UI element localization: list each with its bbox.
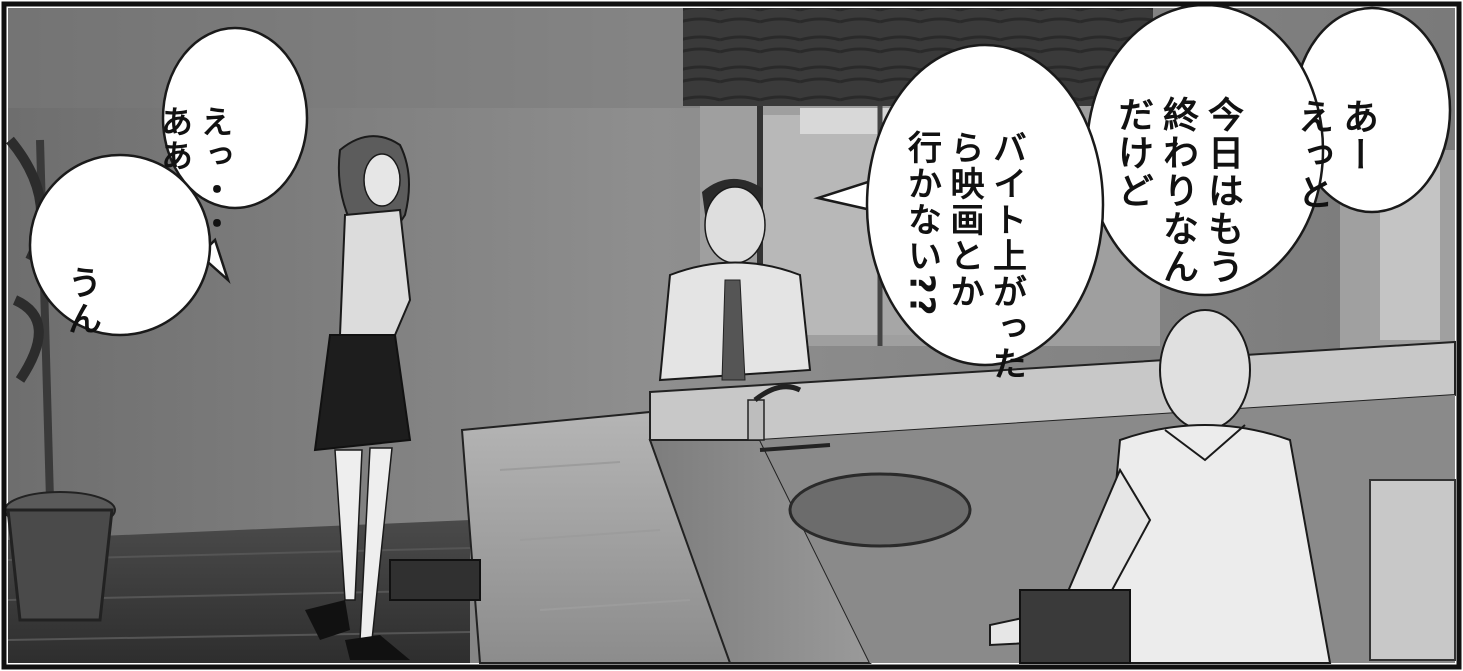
bubble-line: バイト上がった	[986, 130, 1027, 383]
bubble-line: だけど	[1112, 96, 1153, 211]
bubble-line: ああ	[156, 104, 194, 173]
bubble-text-woman-top: えっ・・ ああ	[156, 52, 275, 241]
bubble-line: うん	[61, 265, 102, 338]
sink	[788, 472, 972, 548]
bubble-line: ら映画とか	[944, 130, 984, 311]
bubble-line: えっと	[1292, 98, 1333, 213]
faucet	[747, 384, 831, 452]
woman-figure	[305, 135, 412, 660]
bubble-line: 終わりなん	[1157, 96, 1198, 287]
chef-figure	[989, 309, 1332, 664]
speech-bubble-woman-bottom	[28, 153, 212, 337]
bubble-line: えっ・・	[196, 104, 234, 241]
bubble-text-woman-bottom: うん	[62, 210, 145, 337]
bubble-line: あー	[1337, 98, 1378, 175]
bubble-text-man-right: あー えっと	[1292, 40, 1425, 212]
speech-bubble-woman-top	[161, 26, 309, 210]
bubble-line: 行かない??	[901, 130, 942, 318]
waiter-figure	[658, 178, 812, 382]
bubble-line: 今日はもう	[1202, 96, 1243, 287]
potted-plant	[4, 136, 116, 622]
bubble-text-man-middle: 今日はもう 終わりなん だけど	[1112, 38, 1290, 286]
speech-bubble-man-left	[865, 43, 1105, 367]
bubble-text-man-left: バイト上がった ら映画とか 行かない??	[902, 75, 1070, 382]
